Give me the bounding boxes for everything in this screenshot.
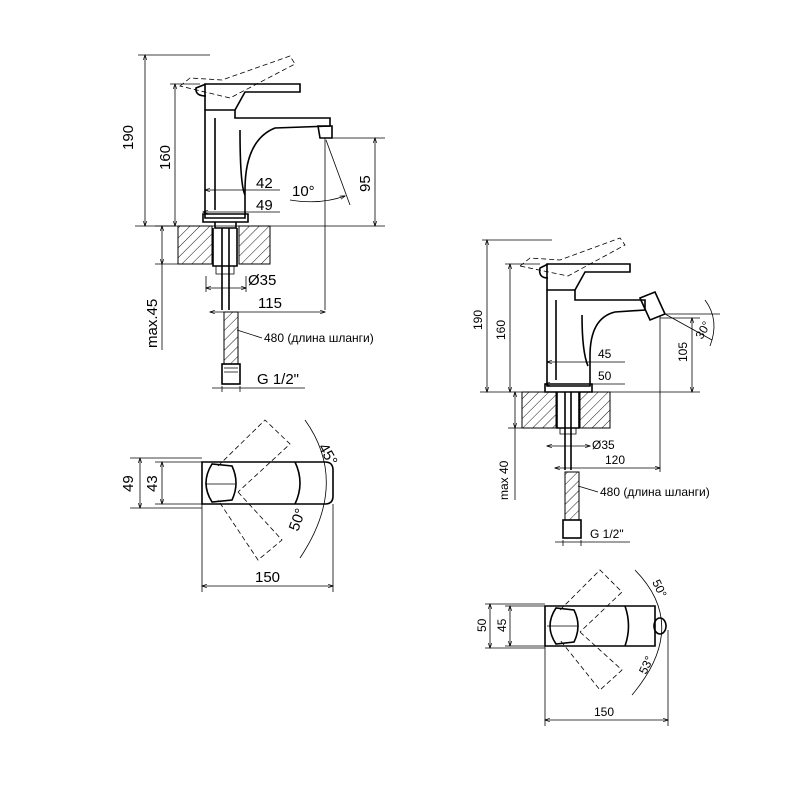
right-top-view: 50° 53° 50 45 150 xyxy=(475,569,670,726)
dim-length-right: 150 xyxy=(594,705,614,719)
dim-hose-length-right: 480 (длина шланги) xyxy=(600,485,710,499)
dim-reach-right: 120 xyxy=(605,453,625,467)
dim-base-49: 49 xyxy=(256,197,273,214)
dim-spout-height: 95 xyxy=(357,175,374,192)
dim-base-42: 42 xyxy=(256,175,273,192)
dim-hole-diameter-right: Ø35 xyxy=(592,438,615,452)
right-front-view: 190 160 105 45 50 30° Ø35 120 xyxy=(471,237,720,546)
dim-base-45: 45 xyxy=(598,347,612,361)
dim-max-thickness: max.45 xyxy=(144,299,161,348)
bidet-faucet-top: 50° 53° xyxy=(544,569,670,696)
dim-thread-right: G 1/2" xyxy=(590,527,624,541)
bidet-faucet-body xyxy=(519,237,667,393)
dim-angle-53: 53° xyxy=(636,654,656,677)
dim-hole-diameter: Ø35 xyxy=(248,272,276,289)
dim-angle-right: 30° xyxy=(692,319,713,342)
dim-height-body: 160 xyxy=(157,145,174,170)
dim-height-body-right: 160 xyxy=(494,320,508,340)
left-top-view: 45° 50° 49 43 150 xyxy=(120,419,341,592)
dim-height-total-right: 190 xyxy=(471,310,485,330)
dim-width-43: 43 xyxy=(144,475,161,492)
left-front-dimensions: 190 160 95 42 49 10° Ø35 xyxy=(120,55,385,392)
supply-hose xyxy=(221,311,241,385)
dim-height-total: 190 xyxy=(120,125,137,150)
dim-angle-50: 50° xyxy=(286,506,310,533)
supply-hose-right xyxy=(562,471,582,539)
dim-angle-50-right: 50° xyxy=(649,577,669,600)
left-front-view: 190 160 95 42 49 10° Ø35 xyxy=(120,55,385,392)
basin-faucet-top: 45° 50° xyxy=(201,419,341,561)
dim-max-thickness-right: max 40 xyxy=(497,460,511,500)
countertop-section-right xyxy=(521,391,611,470)
dim-hose-length: 480 (длина шланги) xyxy=(264,331,374,345)
dim-reach: 115 xyxy=(258,295,282,312)
dim-length: 150 xyxy=(255,569,280,586)
countertop-section xyxy=(177,225,271,310)
right-top-dimensions: 50 45 150 xyxy=(475,604,668,726)
left-top-dimensions: 49 43 150 xyxy=(120,458,333,592)
dim-angle: 10° xyxy=(292,183,315,200)
dim-width-45: 45 xyxy=(495,618,509,632)
dim-width-50: 50 xyxy=(475,618,489,632)
dim-spout-height-right: 105 xyxy=(676,342,690,362)
dim-base-50: 50 xyxy=(598,369,612,383)
dim-width-49: 49 xyxy=(120,475,137,492)
dim-thread: G 1/2" xyxy=(257,371,299,388)
right-front-dimensions: 190 160 105 45 50 30° Ø35 120 xyxy=(471,240,720,546)
